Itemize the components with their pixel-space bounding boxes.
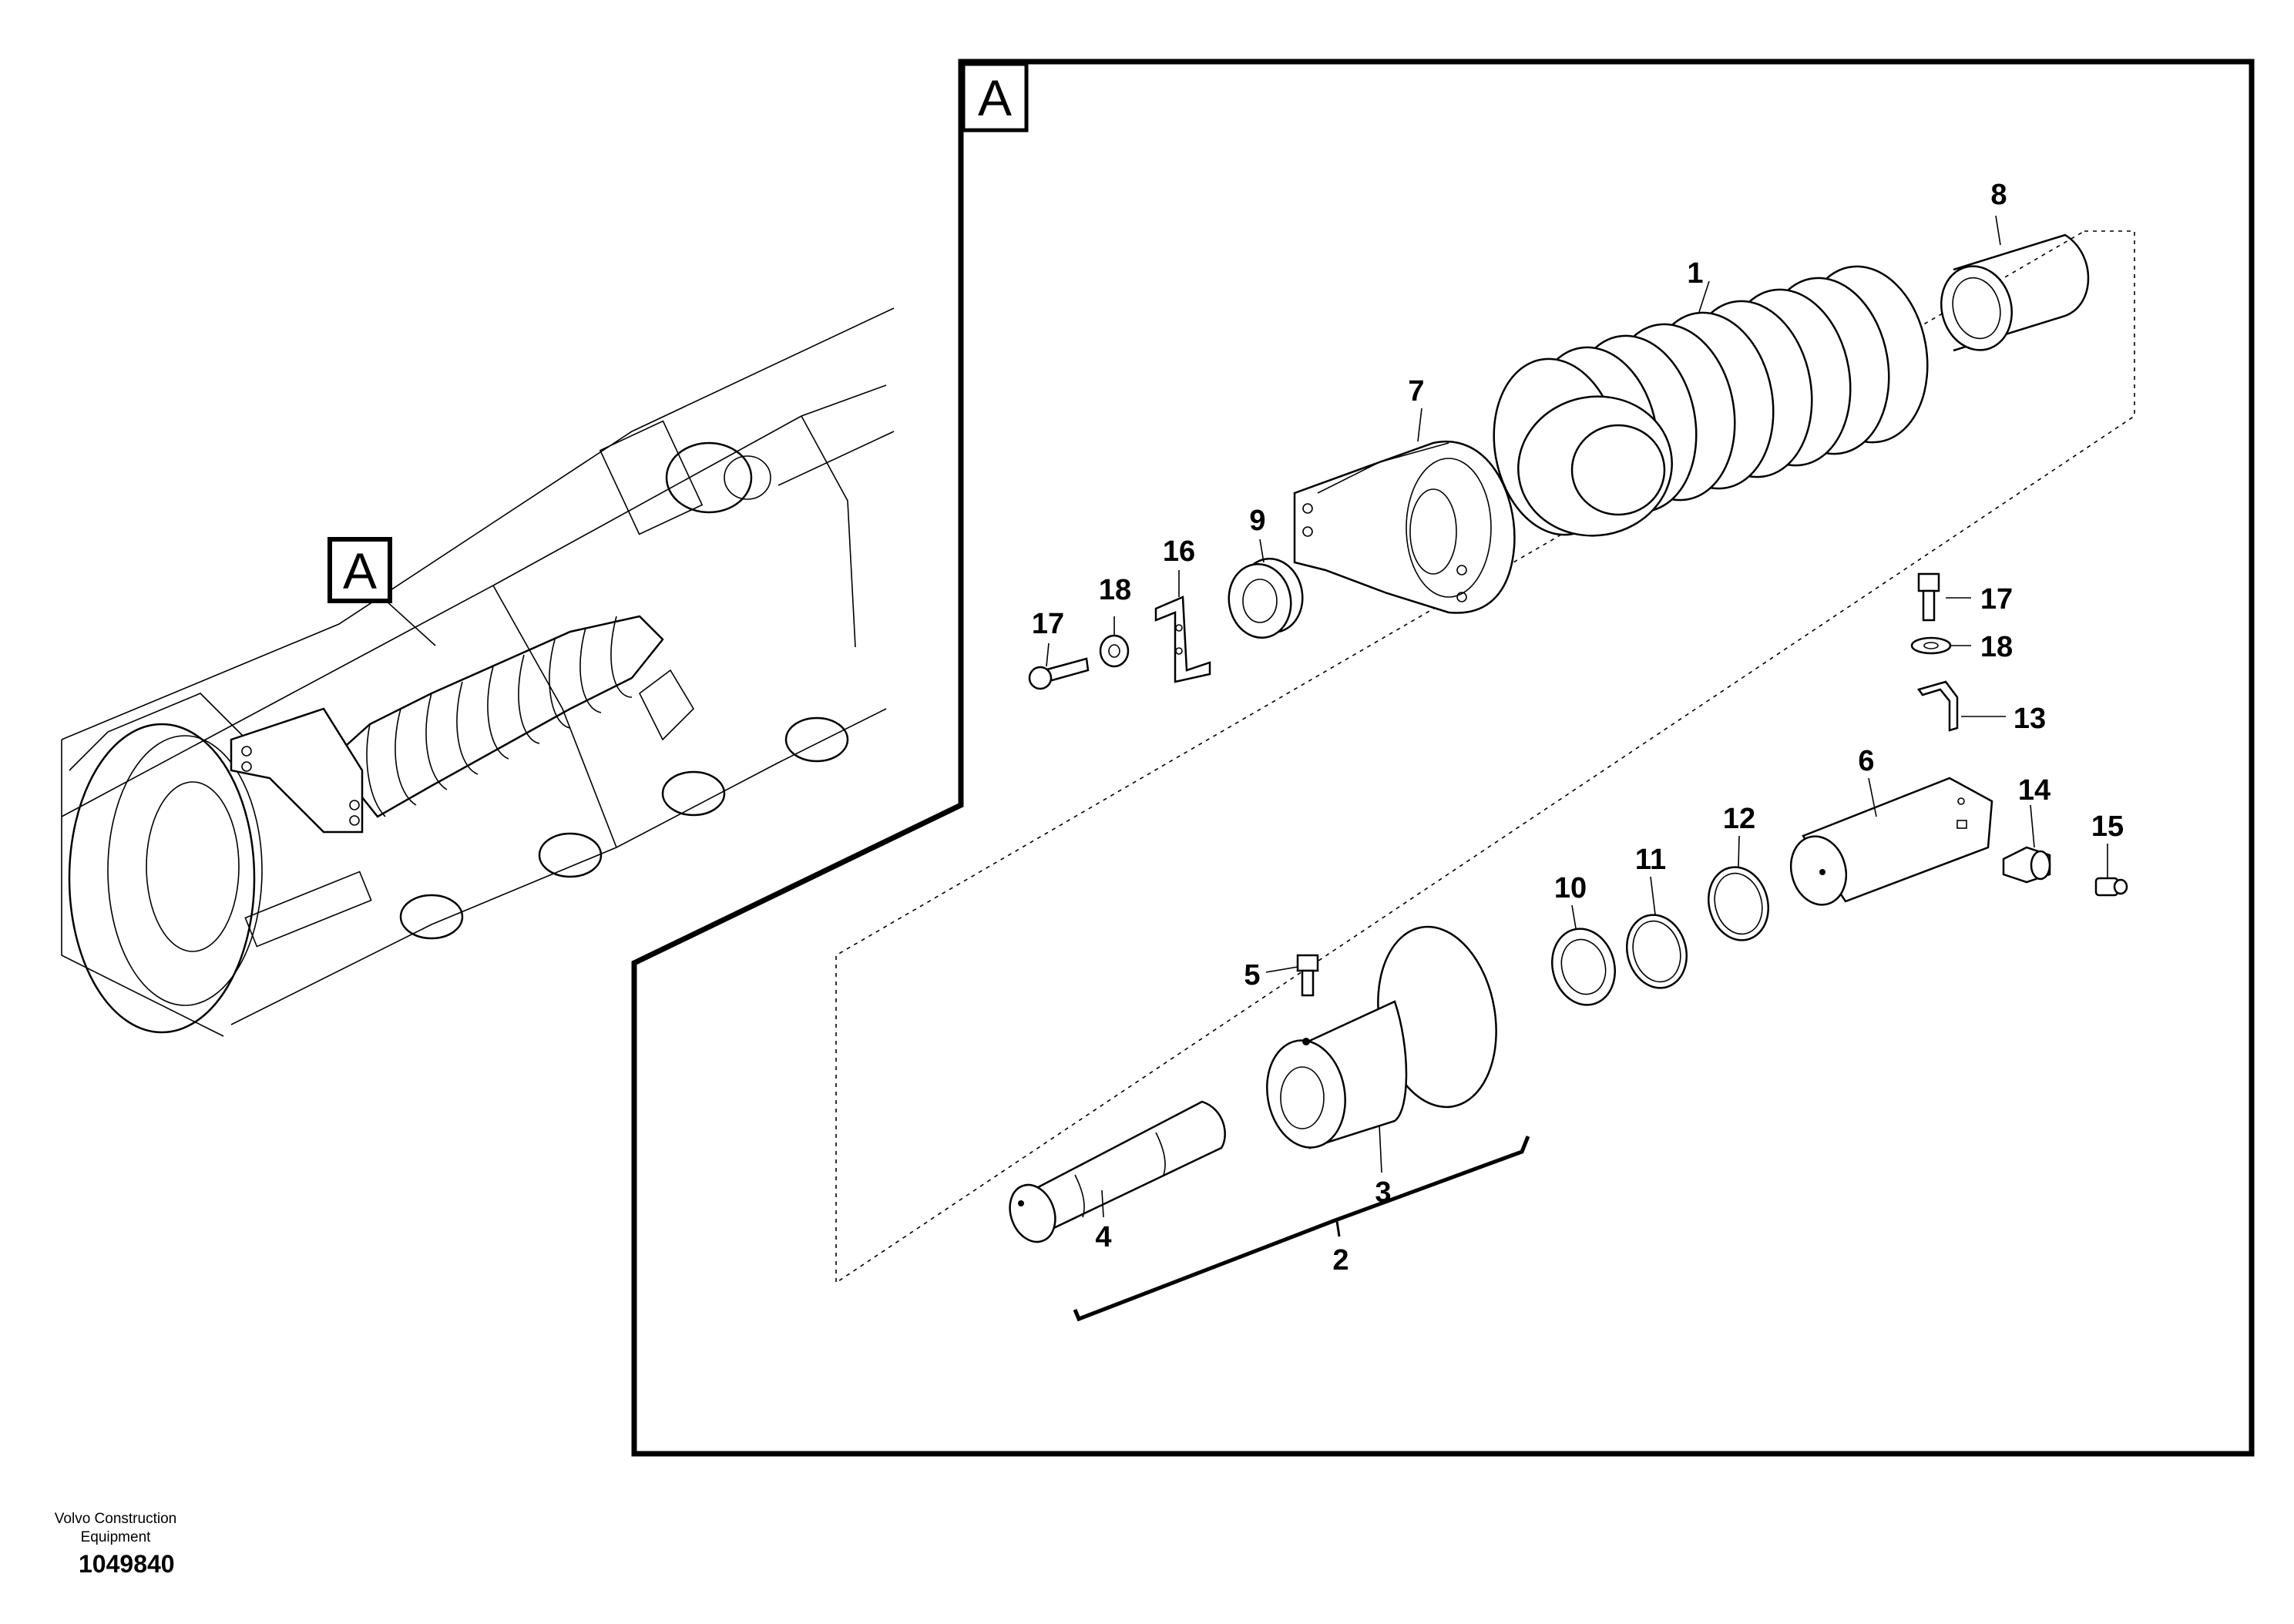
part-14-grease-valve [2002,846,2051,884]
part-17-bolt-left [1028,657,1090,690]
part-label-7: 7 [1408,375,1424,408]
part-label-13: 13 [2014,703,2046,735]
part-label-17-right: 17 [1980,583,2013,616]
part-label-18-right: 18 [1980,631,2013,663]
part-label-18-left: 18 [1099,574,1131,606]
part-16-clip [1154,596,1211,683]
part-label-12: 12 [1723,803,1755,835]
part-17-bolt-right [1917,572,1940,622]
part-8-bushing [1940,233,2090,352]
part-6-cylinder [1789,777,1993,906]
part-label-4: 4 [1095,1221,1111,1253]
part-9-nut [1228,557,1304,639]
part-10-seal-ring [1551,928,1616,1006]
brand-line-1: Volvo Construction [54,1511,177,1527]
part-4-pin [1009,1100,1226,1243]
part-label-11: 11 [1635,844,1666,876]
part-3-flanged-hub [1266,925,1497,1149]
recoil-spring-installed [230,615,664,834]
part-7-spring-seat [1293,441,1516,614]
part-label-9: 9 [1249,505,1265,537]
part-1-recoil-spring [1493,265,1929,537]
part-label-17-left: 17 [1032,608,1064,640]
callout-a-letter: A [343,542,377,599]
detail-frame-letter: A [978,69,1012,126]
leader-lines [1046,215,2108,1218]
part-2-group-brace [1073,1136,1530,1322]
assembly-axis [835,230,2135,1284]
track-rollers [399,441,849,940]
part-label-16: 16 [1163,535,1195,568]
part-label-10: 10 [1554,872,1587,904]
part-13-clip [1916,680,1959,732]
detail-frame: A [631,59,2255,1457]
part-label-3: 3 [1375,1176,1391,1209]
part-label-8: 8 [1990,179,2007,211]
callout-a-overview: A [327,537,392,603]
part-label-5: 5 [1244,959,1260,992]
part-number-labels: 8 1 7 9 16 18 17 17 18 13 6 14 15 12 11 … [1032,179,2124,1277]
idler-wheel [68,693,278,1034]
brand-caption: Volvo Construction Equipment [31,1510,200,1547]
part-5-bolt [1296,954,1319,997]
illustration-number: 1049840 [79,1550,175,1578]
part-label-6: 6 [1858,745,1874,777]
part-11-o-ring [1625,914,1688,989]
undercarriage-overview [61,307,895,1037]
part-label-15: 15 [2091,810,2124,843]
part-label-2: 2 [1332,1244,1349,1277]
part-12-o-ring [1707,866,1770,941]
part-label-14: 14 [2018,774,2050,807]
part-label-1: 1 [1687,257,1703,290]
part-15-grease-nipple [2094,877,2128,897]
part-18-washer-left [1099,634,1130,668]
part-18-washer-right [1910,636,1952,655]
brand-line-2: Equipment [80,1529,151,1545]
